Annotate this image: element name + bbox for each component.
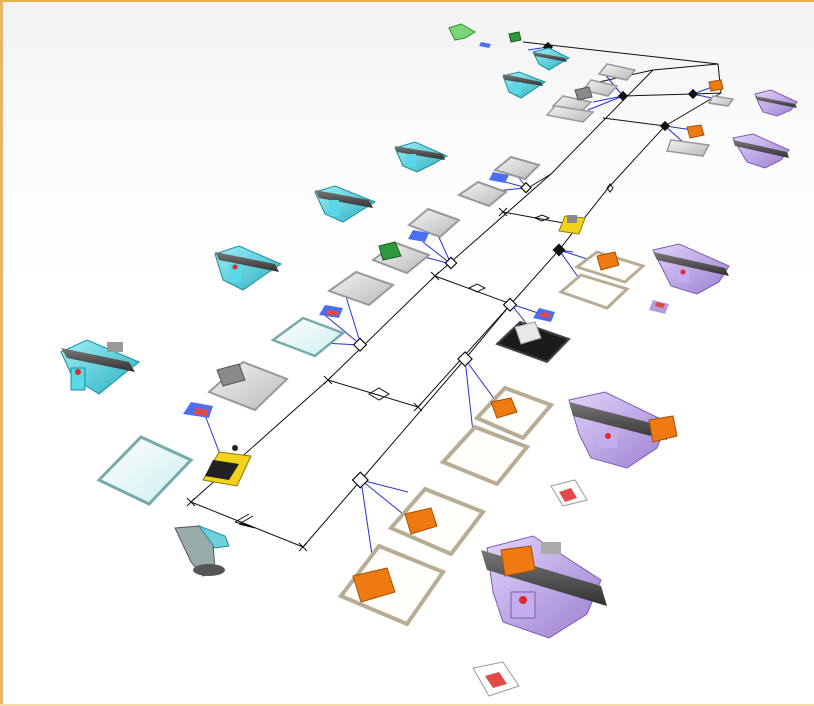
- conveyor-station-icon: [533, 48, 569, 70]
- storage-tray-icon: [709, 96, 733, 106]
- conveyor-station-icon: [395, 142, 447, 172]
- direction-arrow-icon: [369, 388, 389, 400]
- status-card: [649, 300, 669, 314]
- transport-cart-icon: [559, 215, 585, 234]
- status-card: [319, 305, 343, 318]
- conveyor-station-icon: [61, 340, 139, 394]
- connector-wires: [203, 47, 721, 562]
- conveyor-station-icon: [481, 536, 607, 638]
- material-part-icon: [509, 32, 521, 42]
- storage-tray-icon: [99, 437, 191, 504]
- route-node-icon: [458, 352, 472, 366]
- layout-scene[interactable]: [3, 2, 814, 706]
- route-link-6: [603, 118, 665, 126]
- exit-marker-icon: [473, 662, 519, 696]
- route-network: [191, 42, 721, 547]
- storage-tray-icon: [599, 64, 635, 80]
- route-link-2: [328, 380, 418, 407]
- conveyor-station-icon: [215, 246, 281, 290]
- route-link-8: [528, 174, 551, 188]
- transport-cart-icon: [203, 445, 251, 486]
- status-card: [183, 402, 213, 418]
- route-node-icon: [521, 183, 531, 193]
- conveyor-station-icon: [755, 90, 797, 116]
- storage-tray-icon: [547, 106, 593, 122]
- direction-arrow-icon: [469, 284, 485, 292]
- material-part-icon: [709, 80, 723, 91]
- robot-arm-icon[interactable]: [175, 526, 229, 576]
- storage-tray-icon: [391, 489, 483, 554]
- storage-tray-icon: [459, 182, 506, 206]
- conveyor-station-icon: [503, 72, 545, 98]
- conveyor-station-icon: [569, 392, 677, 468]
- status-card: [533, 308, 555, 322]
- conveyor-station-icon: [733, 134, 789, 168]
- material-part-icon: [687, 125, 704, 138]
- status-card: [479, 42, 491, 48]
- storage-tray-icon: [667, 140, 709, 156]
- route-link-7: [623, 93, 721, 96]
- route-node-icon: [689, 90, 697, 98]
- storage-tray-icon: [329, 272, 393, 305]
- conveyor-station-icon: [449, 24, 475, 40]
- material-part-icon: [575, 87, 592, 100]
- conveyor-station-icon: [653, 244, 729, 294]
- storage-tray-icon: [273, 318, 343, 356]
- conveyor-station-icon: [315, 186, 375, 222]
- exit-marker-icon: [551, 480, 587, 506]
